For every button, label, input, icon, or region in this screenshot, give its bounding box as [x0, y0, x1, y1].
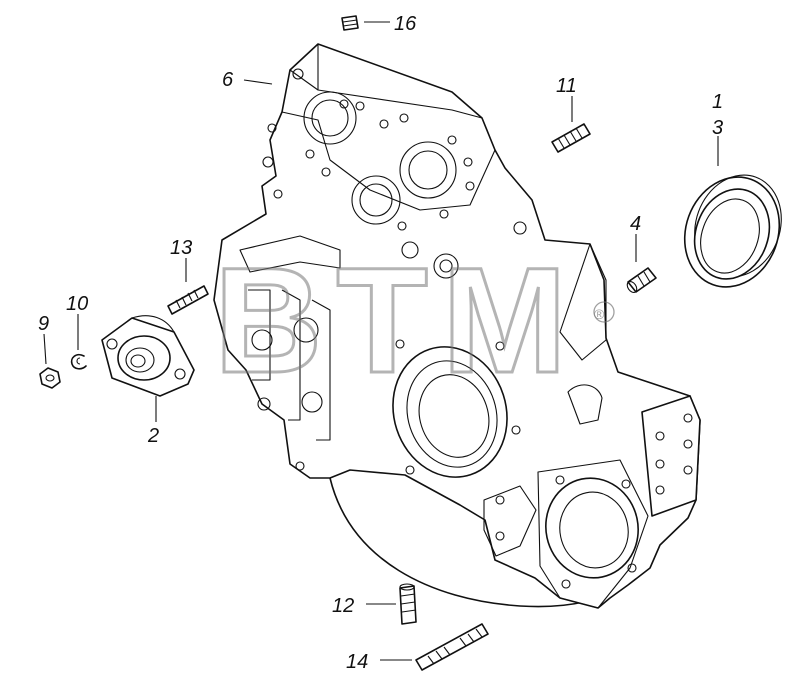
callout-14: 14 — [346, 651, 368, 673]
part-2-mount — [101, 315, 195, 397]
callout-16: 16 — [394, 13, 417, 35]
callout-6: 6 — [222, 69, 234, 91]
part-13-stud — [167, 285, 209, 315]
callout-9: 9 — [38, 313, 49, 335]
callout-12: 12 — [332, 595, 354, 617]
callout-10: 10 — [66, 293, 88, 315]
callout-13: 13 — [170, 237, 192, 259]
flywheel-housing — [213, 43, 701, 609]
callout-1: 1 — [712, 91, 723, 113]
part-16-plug — [341, 15, 359, 31]
watermark-registered-mark: ® — [594, 306, 605, 322]
part-11-stud — [551, 123, 591, 153]
leader-lines — [43, 21, 719, 661]
callout-4: 4 — [630, 213, 641, 235]
callout-labels: 1 3 2 4 6 9 10 11 12 13 14 16 — [38, 13, 723, 673]
part-10-washer — [70, 353, 87, 370]
part-1-3-seal-ring — [683, 174, 782, 288]
callout-3: 3 — [712, 117, 723, 139]
callout-2: 2 — [147, 425, 159, 447]
part-9-nut — [39, 367, 61, 389]
part-4-pin — [626, 267, 657, 293]
watermark-text: BTM — [214, 236, 581, 404]
part-12-pin — [399, 583, 417, 625]
part-14-stud — [415, 623, 489, 671]
callout-11: 11 — [556, 75, 577, 97]
watermark: BTM ® — [213, 235, 615, 406]
